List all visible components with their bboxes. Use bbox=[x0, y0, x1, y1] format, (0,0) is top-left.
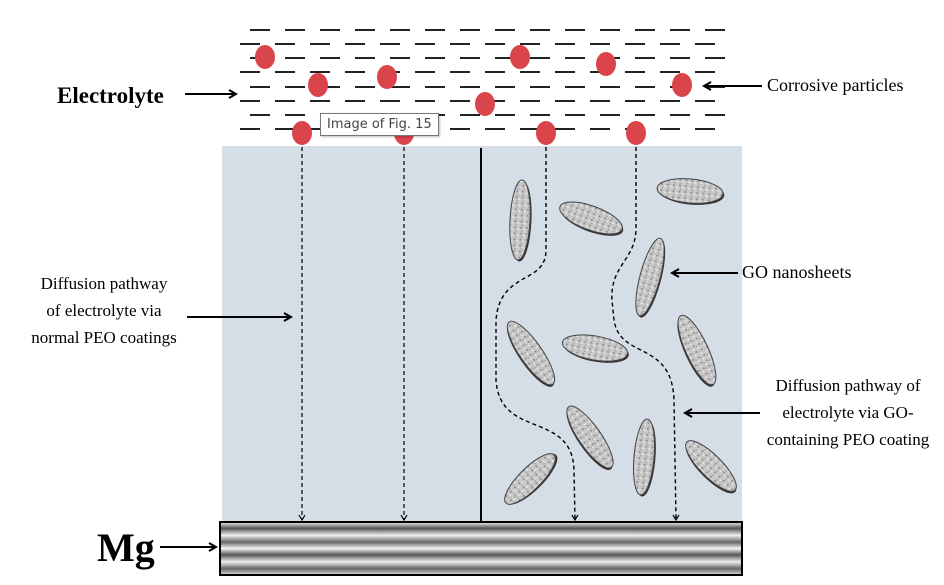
label-line: Diffusion pathway bbox=[41, 274, 168, 293]
corrosive-particles-label: Corrosive particles bbox=[767, 75, 903, 95]
nanosheet-face bbox=[685, 440, 737, 492]
label-line: electrolyte via GO- bbox=[782, 403, 914, 422]
corrosive-particle bbox=[510, 45, 530, 69]
nanosheet-face bbox=[656, 178, 724, 204]
nanosheet-face bbox=[504, 453, 556, 505]
nanosheet-face bbox=[633, 418, 655, 496]
go-nanosheet bbox=[566, 405, 614, 471]
corrosive-particle bbox=[536, 121, 556, 145]
go-pathway-curve bbox=[611, 140, 680, 522]
label-line: normal PEO coatings bbox=[31, 328, 176, 347]
mg-substrate bbox=[219, 521, 743, 576]
normal-pathways bbox=[298, 140, 408, 522]
corrosive-particles bbox=[255, 45, 692, 145]
go-nanosheet bbox=[559, 201, 624, 236]
label-line: Diffusion pathway of bbox=[775, 376, 920, 395]
go-pathway-curve bbox=[495, 140, 579, 522]
corrosive-particle bbox=[308, 73, 328, 97]
go-nanosheet bbox=[635, 237, 666, 318]
nanosheet-face bbox=[561, 334, 629, 362]
corrosive-particle bbox=[377, 65, 397, 89]
corrosive-particle bbox=[475, 92, 495, 116]
go-nanosheet bbox=[685, 440, 737, 494]
nanosheet-face bbox=[559, 201, 623, 235]
go-pathways bbox=[495, 140, 680, 522]
go-nanosheet bbox=[633, 418, 656, 497]
nanosheet-face bbox=[635, 237, 665, 317]
corrosive-particle bbox=[672, 73, 692, 97]
go-nanosheet bbox=[561, 334, 629, 363]
go-nanosheet bbox=[677, 314, 717, 387]
corrosive-particle bbox=[292, 121, 312, 145]
go-nanosheets-label: GO nanosheets bbox=[742, 262, 851, 282]
label-line: containing PEO coating bbox=[767, 430, 930, 449]
image-tooltip: Image of Fig. 15 bbox=[320, 113, 439, 136]
go-nanosheet bbox=[509, 179, 532, 262]
corrosive-particle bbox=[255, 45, 275, 69]
corrosive-particle bbox=[596, 52, 616, 76]
label-line: of electrolyte via bbox=[46, 301, 162, 320]
go-nanosheet bbox=[656, 178, 725, 205]
corrosive-particle bbox=[626, 121, 646, 145]
go-nanosheet bbox=[506, 320, 556, 387]
electrolyte-label: Electrolyte bbox=[57, 83, 164, 108]
go-nanosheets bbox=[504, 178, 737, 505]
normal-pathway-label: Diffusion pathway of electrolyte via nor… bbox=[31, 274, 176, 347]
nanosheet-face bbox=[677, 314, 717, 386]
nanosheet-face bbox=[509, 179, 531, 261]
go-pathway-label: Diffusion pathway of electrolyte via GO-… bbox=[767, 376, 930, 449]
nanosheet-face bbox=[566, 405, 614, 469]
nanosheet-face bbox=[506, 320, 556, 386]
mg-label: Mg bbox=[97, 525, 155, 570]
go-nanosheet bbox=[504, 453, 558, 505]
